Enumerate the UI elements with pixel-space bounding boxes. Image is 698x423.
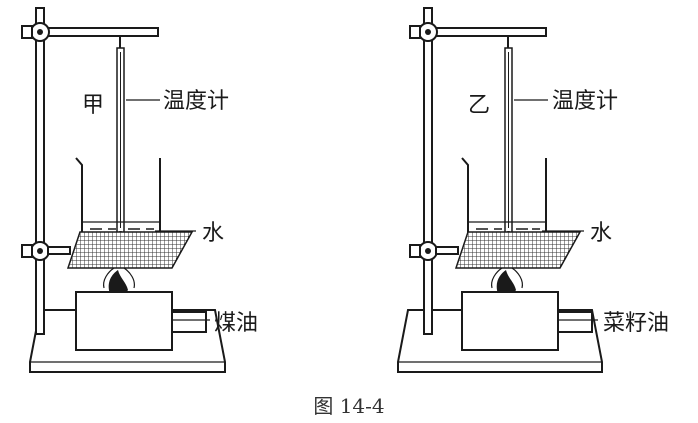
wire-gauze [454, 231, 582, 269]
apparatus-right: 乙 温度计 水 菜籽油 [397, 7, 669, 373]
flame [491, 267, 523, 295]
fuel-lamp [461, 291, 559, 351]
label-name-right: 乙 [468, 93, 490, 118]
figure-caption: 图 14-4 [313, 394, 384, 418]
thermometer [116, 36, 125, 239]
fuel-label-left: 煤油 [214, 311, 258, 336]
ring-clamp [409, 241, 459, 261]
wire-gauze [66, 231, 194, 269]
ring-clamp [21, 241, 71, 261]
liquid-label-right: 水 [590, 221, 612, 246]
stand-rod [423, 7, 433, 335]
apparatus-left: 甲 温度计 水 煤油 [21, 7, 258, 373]
label-name-left: 甲 [82, 93, 104, 118]
top-clamp [21, 22, 50, 42]
stand-rod [35, 7, 45, 335]
thermometer-label-left: 温度计 [163, 89, 229, 114]
liquid-label-left: 水 [202, 221, 224, 246]
fuel-label-right: 菜籽油 [603, 311, 669, 336]
flame [103, 267, 135, 295]
clamp-arm [39, 27, 159, 37]
thermometer-label-right: 温度计 [552, 89, 618, 114]
top-clamp [409, 22, 438, 42]
fuel-lamp [75, 291, 173, 351]
thermometer [504, 36, 513, 239]
clamp-arm [427, 27, 547, 37]
